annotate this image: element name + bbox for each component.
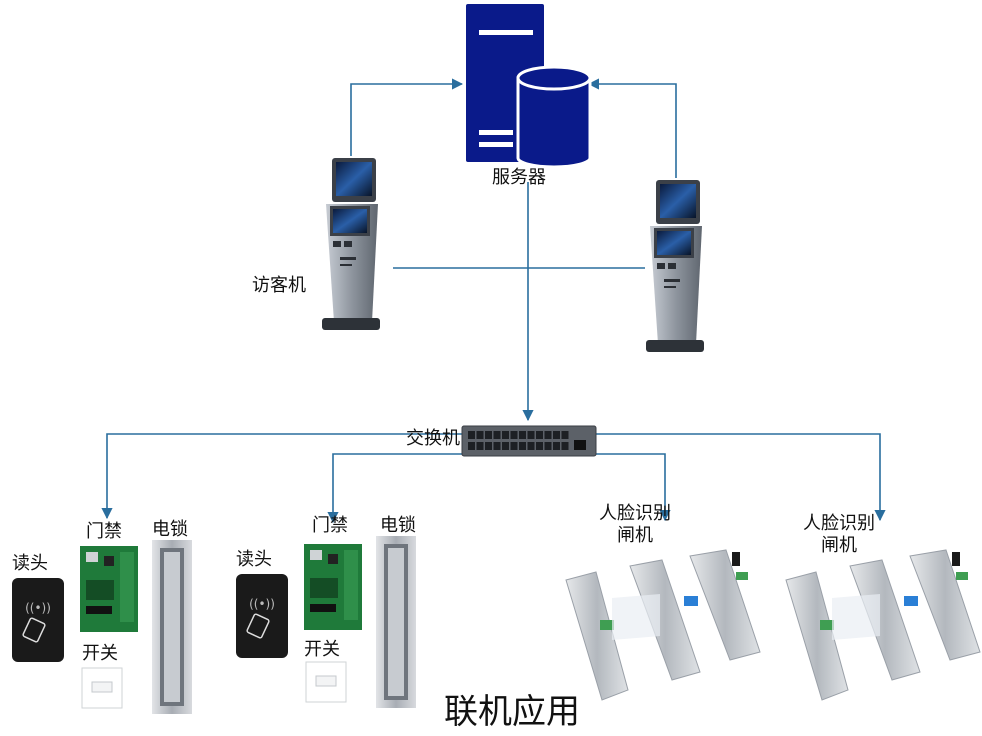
- reader-label-1: 读头: [12, 553, 48, 574]
- link-kiosk-right-to-server: [587, 78, 677, 178]
- switch-port: [536, 431, 543, 439]
- switch-port: [527, 442, 535, 450]
- access-control-label-2: 门禁: [312, 515, 348, 536]
- visitor-kiosk-right: [646, 180, 704, 352]
- link-switch-to-access-1: [101, 433, 462, 520]
- switch-port: [468, 431, 475, 439]
- gate-label-1-line2: 闸机: [617, 525, 653, 546]
- footer-title: 联机应用: [444, 692, 580, 732]
- access-controller-board-1: [80, 546, 138, 632]
- gate-label-1-line1: 人脸识别: [599, 503, 671, 524]
- link-switch-to-gate-1: [596, 453, 671, 522]
- button-label-1: 开关: [82, 643, 118, 664]
- switch-port: [485, 442, 492, 450]
- switch-port: [553, 442, 560, 450]
- switch-port: [502, 431, 509, 439]
- switch-port: [544, 442, 552, 450]
- switch-port: [519, 431, 526, 439]
- switch-port: [561, 431, 569, 439]
- svg-text:((•)): ((•)): [25, 601, 51, 615]
- link-kiosk-left-to-server: [350, 78, 464, 156]
- switch-label: 交换机: [406, 428, 460, 449]
- switch-port: [493, 431, 501, 439]
- connection-lines: [101, 78, 886, 524]
- access-controller-board-2: [304, 544, 362, 630]
- switch-port: [502, 442, 509, 450]
- switch-port: [544, 431, 552, 439]
- switch-port: [561, 442, 569, 450]
- switch-port: [468, 442, 475, 450]
- svg-text:((•)): ((•)): [249, 597, 275, 611]
- switch-port: [510, 442, 518, 450]
- link-switch-to-access-2: [327, 453, 462, 524]
- reader-label-2: 读头: [236, 549, 272, 570]
- switch-port: [536, 442, 543, 450]
- electric-lock-1: [152, 540, 192, 714]
- electric-lock-2: [376, 536, 416, 708]
- kiosk-label: 访客机: [252, 275, 306, 296]
- switch-port: [485, 431, 492, 439]
- switch-port: [519, 442, 526, 450]
- switch-port: [476, 431, 484, 439]
- exit-button-1: [81, 667, 123, 709]
- network-switch-icon: [461, 425, 597, 457]
- exit-button-2: [305, 661, 347, 703]
- button-label-2: 开关: [304, 639, 340, 660]
- gate-label-2-line1: 人脸识别: [803, 513, 875, 534]
- electric-lock-label-2: 电锁: [380, 515, 416, 536]
- face-recognition-gate-2: [785, 549, 981, 701]
- visitor-kiosk-left: [322, 158, 380, 330]
- electric-lock-label-1: 电锁: [152, 519, 188, 540]
- face-recognition-gate-1: [565, 549, 761, 701]
- database-icon: [516, 65, 592, 169]
- server-label: 服务器: [492, 167, 546, 188]
- switch-port: [476, 442, 484, 450]
- switch-port: [493, 442, 501, 450]
- switch-port: [510, 431, 518, 439]
- card-reader-1: ((•)): [12, 578, 64, 662]
- card-reader-2: ((•)): [236, 574, 288, 658]
- link-switch-to-gate-2: [596, 433, 886, 522]
- gate-label-2-line2: 闸机: [821, 535, 857, 556]
- switch-port: [553, 431, 560, 439]
- access-control-label-1: 门禁: [86, 521, 122, 542]
- switch-port: [527, 431, 535, 439]
